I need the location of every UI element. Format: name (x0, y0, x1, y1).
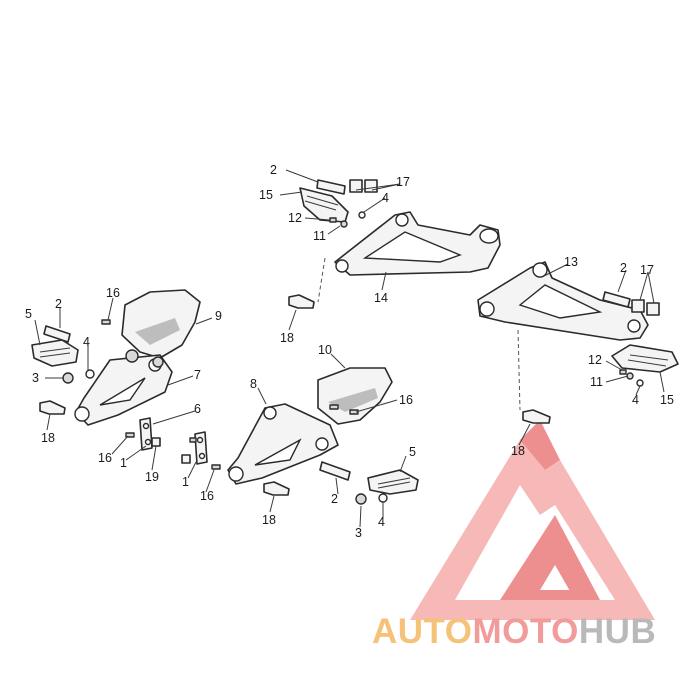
bolt-18-center (263, 481, 290, 496)
callout-12: 12 (288, 211, 302, 225)
footpeg-left (31, 339, 79, 367)
center-footrest-assembly (227, 367, 419, 505)
callout-3: 3 (355, 526, 362, 540)
watermark-moto: MOTO (472, 612, 579, 651)
callout-17: 17 (396, 175, 410, 189)
footpeg-right (611, 344, 679, 373)
pin-top-center (316, 179, 346, 195)
callout-19: 19 (145, 470, 159, 484)
callout-2: 2 (55, 297, 62, 311)
callout-12: 12 (588, 353, 602, 367)
callout-13: 13 (564, 255, 578, 269)
bolt-18-right (522, 409, 551, 424)
callout-3: 3 (32, 371, 39, 385)
callout-18: 18 (262, 513, 276, 527)
pin-left (43, 325, 71, 343)
callout-4: 4 (632, 393, 639, 407)
watermark-auto: AUTO (372, 612, 473, 651)
callout-16: 16 (98, 451, 112, 465)
callout-10: 10 (318, 343, 332, 357)
top-center-assembly (288, 179, 501, 309)
callout-2: 2 (331, 492, 338, 506)
bolt-18-top-center (288, 294, 315, 309)
callout-17: 17 (640, 263, 654, 277)
watermark-hub: HUB (578, 612, 657, 651)
callout-15: 15 (660, 393, 674, 407)
callout-14: 14 (374, 291, 388, 305)
pin-right (602, 291, 631, 308)
callout-4: 4 (382, 191, 389, 205)
callout-8: 8 (250, 377, 257, 391)
plate-left-1 (139, 417, 153, 451)
callout-11: 11 (313, 229, 326, 243)
callout-9: 9 (215, 309, 222, 323)
callout-15: 15 (259, 188, 273, 202)
callout-5: 5 (25, 307, 32, 321)
left-footrest-assembly (31, 289, 221, 470)
callout-11: 11 (590, 375, 603, 389)
callout-1: 1 (182, 475, 189, 489)
callout-numbers: 2 17 15 4 12 11 14 18 13 2 17 12 11 4 15… (25, 163, 674, 540)
footpeg-center (367, 469, 419, 495)
callout-1: 1 (120, 456, 127, 470)
bolt-18-left (39, 400, 66, 415)
callout-2: 2 (270, 163, 277, 177)
callout-18: 18 (41, 431, 55, 445)
callout-2: 2 (620, 261, 627, 275)
leader-lines (34, 169, 665, 528)
callout-6: 6 (194, 402, 201, 416)
callout-16: 16 (200, 489, 214, 503)
right-assembly (477, 261, 679, 424)
callout-18: 18 (280, 331, 294, 345)
watermark-logo (410, 420, 655, 620)
watermark-text: AUTOMOTOHUB (372, 612, 656, 652)
callout-5: 5 (409, 445, 416, 459)
callout-16: 16 (399, 393, 413, 407)
callout-18: 18 (511, 444, 525, 458)
callout-4: 4 (378, 515, 385, 529)
callout-4: 4 (83, 335, 90, 349)
plate-left-2 (194, 431, 208, 465)
pin-center (319, 461, 351, 481)
callout-7: 7 (194, 368, 201, 382)
callout-16: 16 (106, 286, 120, 300)
